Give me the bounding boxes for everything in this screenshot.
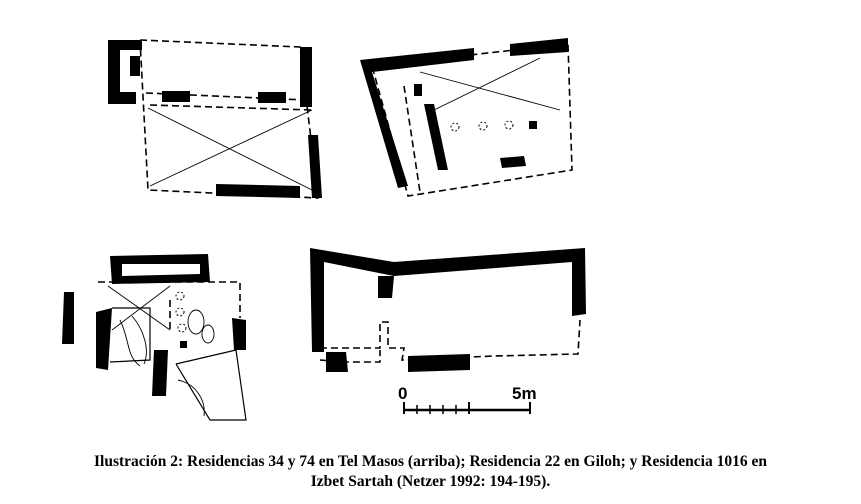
caption-line-1: Ilustración 2: Residencias 34 y 74 en Te…: [94, 453, 767, 470]
figure-caption: Ilustración 2: Residencias 34 y 74 en Te…: [0, 452, 861, 492]
caption-line-2: Izbet Sartah (Netzer 1992: 194-195).: [310, 473, 551, 490]
scale-start-label: 0: [398, 384, 407, 403]
scale-bar: 0 5m: [398, 384, 537, 414]
floor-plans-figure: 0 5m: [62, 38, 586, 421]
plan-residence-74: [360, 38, 573, 197]
scale-end-label: 5m: [512, 384, 537, 403]
plan-residence-22: [62, 254, 247, 421]
plan-residence-34: [108, 39, 322, 199]
plan-residence-1016: [310, 248, 586, 372]
